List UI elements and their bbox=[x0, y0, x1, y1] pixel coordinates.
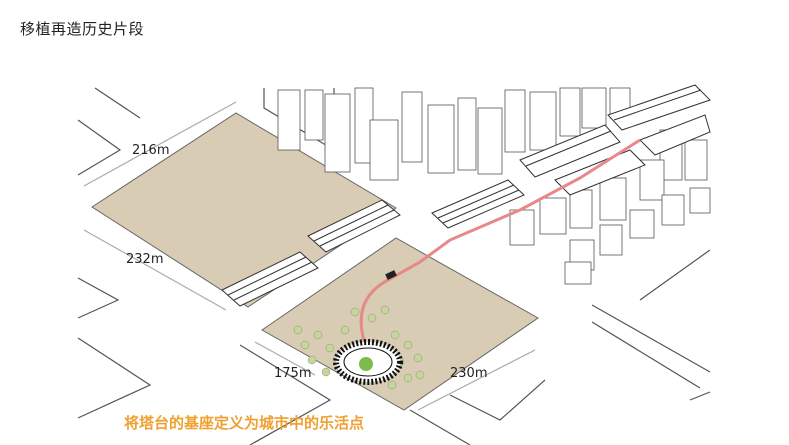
dimension-lines bbox=[83, 101, 536, 411]
dimension-label-232m: 232m bbox=[126, 252, 163, 267]
page-title: 移植再造历史片段 bbox=[20, 20, 145, 38]
route-marker bbox=[385, 270, 397, 280]
road-lines bbox=[77, 87, 711, 445]
diagram-caption: 将塔台的基座定义为城市中的乐活点 bbox=[124, 414, 364, 432]
site-block-north bbox=[91, 112, 397, 308]
dimension-label-216m: 216m bbox=[132, 143, 169, 158]
dimension-label-175m: 175m bbox=[274, 366, 311, 381]
route-path bbox=[359, 138, 641, 353]
residential-towers bbox=[277, 87, 711, 285]
tower-base bbox=[333, 339, 403, 385]
shed-buildings bbox=[221, 84, 711, 307]
dimension-label-230m: 230m bbox=[450, 366, 487, 381]
